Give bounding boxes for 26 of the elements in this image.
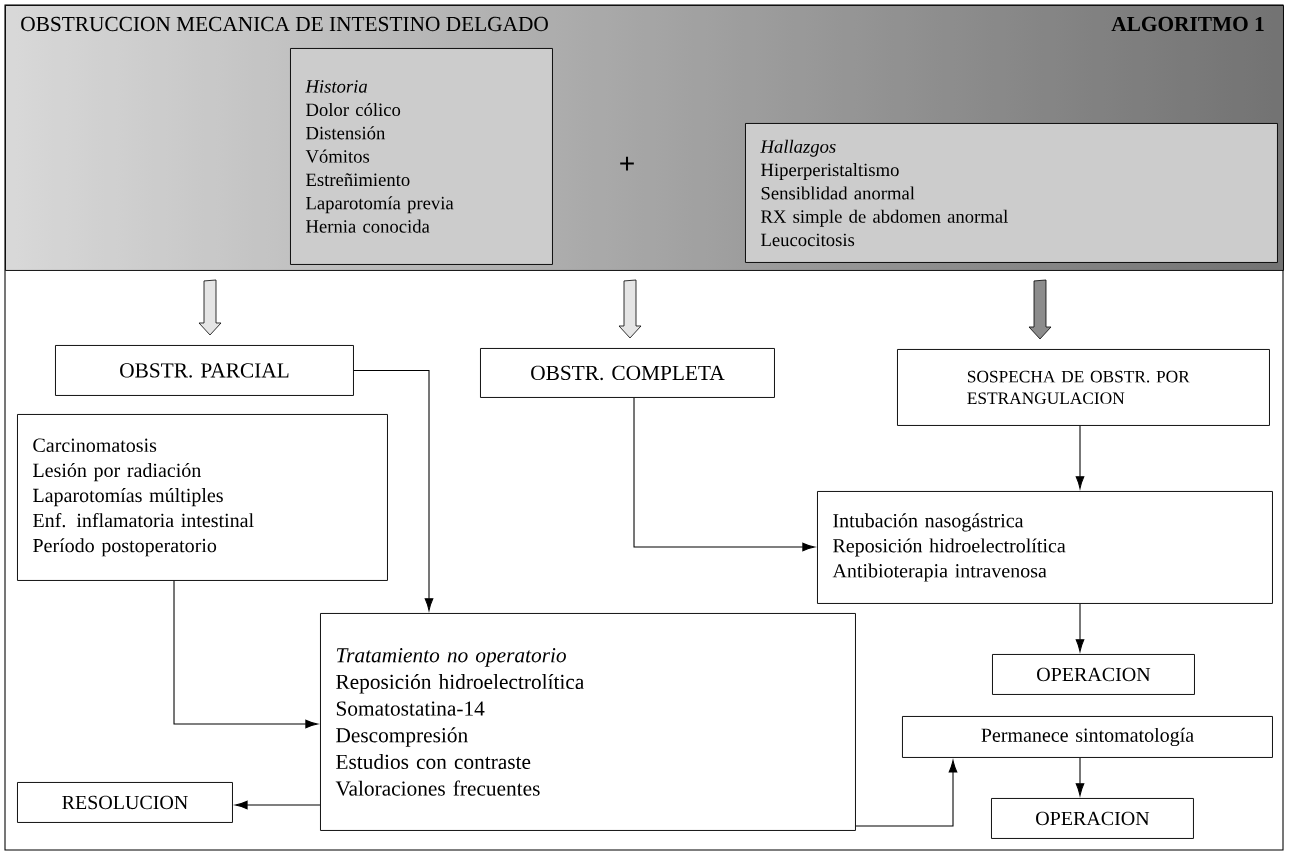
process-box: OBSTR. PARCIAL [55,345,354,396]
arrow [353,369,434,611]
block-arrow [1028,279,1052,340]
process-box: RESOLUCION [17,782,233,823]
arrow [1075,425,1085,489]
plus-sign: + [620,156,634,171]
process-box: Permanece sintomatología [902,716,1273,758]
process-box: OPERACION [992,654,1195,695]
arrow [173,580,318,729]
arrow [234,800,321,810]
list-box: Carcinomatosis Lesión por radiación Laparotomías múltiples Enf. inflamatoria intestinal Período postoperatorio [17,414,388,581]
process-box: OBSTR. COMPLETA [480,348,775,398]
algorithm-label: ALGORITMO 1 [1111,16,1264,32]
arrow [1075,757,1085,796]
history-box: Historia Dolor cólico Distensión Vómitos Estreñimiento Laparotomía previa Hernia conocida [290,48,553,265]
treatment-box: Tratamiento no operatorio Reposición hidroelectrolítica Somatostatina-14 Descompresión Estudios con contraste Valoraciones frecuentes [320,613,856,831]
block-arrow [198,279,222,336]
process-box: SOSPECHA DE OBSTR. POR ESTRANGULACION [897,349,1270,426]
arrow [633,397,815,552]
process-box: OPERACION [991,798,1194,839]
list-box: Intubación nasogástrica Reposición hidroelectrolítica Antibioterapia intravenosa [817,491,1273,604]
arrow [855,759,958,827]
findings-box: Hallazgos Hiperperistaltismo Sensiblidad anormal RX simple de abdomen anormal Leucocitosis [745,123,1278,263]
block-arrow [618,279,642,339]
arrow [1075,603,1085,652]
title: OBSTRUCCION MECANICA DE INTESTINO DELGADO [21,16,548,32]
